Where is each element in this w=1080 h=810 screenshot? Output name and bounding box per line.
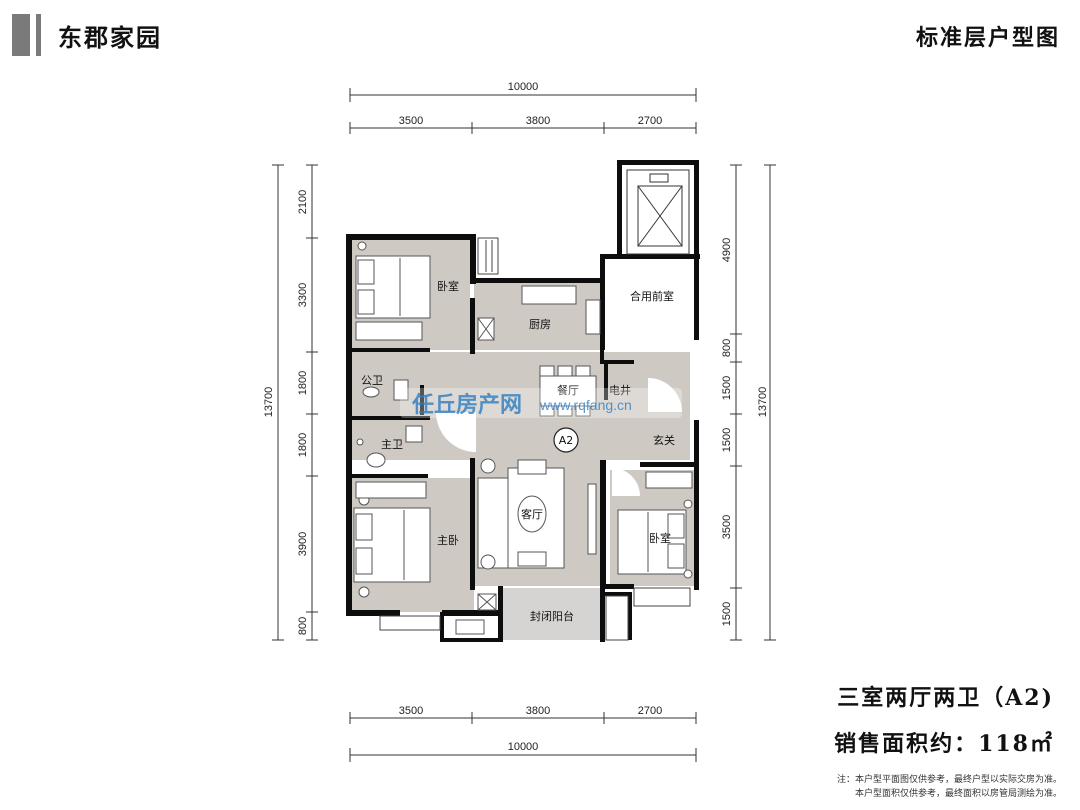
room-label-shared-lobby: 合用前室	[630, 289, 674, 303]
unit-marker: A2	[553, 427, 579, 453]
room-label-living: 客厅	[521, 507, 543, 521]
dim-left-5: 3900	[297, 532, 309, 556]
room-label-foyer: 玄关	[653, 433, 675, 447]
room-label-bedroom-se: 卧室	[649, 531, 671, 545]
watermark: 任丘房产网 www.rqfang.cn	[400, 388, 682, 418]
dim-top-2: 3800	[526, 115, 550, 127]
dim-top-1: 3500	[399, 115, 423, 127]
header-accent-line	[36, 14, 41, 56]
dim-left-6: 800	[297, 617, 309, 635]
dim-left-total: 13700	[263, 387, 275, 418]
dim-bottom-2: 3800	[526, 705, 550, 717]
dim-right-2: 800	[721, 339, 733, 357]
room-label-master-bedroom: 主卧	[437, 534, 459, 547]
dim-bottom-1: 3500	[399, 705, 423, 717]
dimension-lines	[272, 88, 776, 762]
dim-right-1: 4900	[721, 238, 733, 262]
furniture	[353, 241, 693, 635]
dim-top-3: 2700	[638, 115, 662, 127]
dim-left-4: 1800	[297, 433, 309, 457]
disclaimer-note-2: 本户型面积仅供参考，最终面积以房管局测绘为准。	[854, 789, 1062, 799]
dim-top-total: 10000	[508, 81, 539, 93]
walls	[346, 160, 700, 642]
watermark-brand: 任丘房产网	[411, 392, 522, 418]
dim-right-3: 1500	[721, 376, 733, 400]
room-label-bedroom-nw: 卧室	[437, 279, 459, 293]
dim-right-4: 1500	[721, 428, 733, 452]
header-accent-bar	[12, 14, 30, 56]
dim-right-5: 3500	[721, 515, 733, 539]
plan-title: 标准层户型图	[915, 25, 1060, 51]
elevator-shaft	[626, 169, 690, 255]
dim-left-2: 3300	[297, 283, 309, 307]
windows	[379, 237, 691, 641]
unit-marker-label: A2	[559, 434, 574, 447]
dim-right-total: 13700	[757, 387, 769, 418]
room-label-public-bath: 公卫	[361, 374, 383, 387]
room-label-kitchen: 厨房	[529, 318, 551, 331]
dim-right-6: 1500	[721, 602, 733, 626]
sales-area: 销售面积约：118㎡	[834, 731, 1054, 757]
unit-type: 三室两厅两卫（A2)	[837, 685, 1054, 711]
project-title: 东郡家园	[58, 23, 162, 52]
dim-left-3: 1800	[297, 371, 309, 395]
dim-bottom-total: 10000	[508, 741, 539, 753]
door-swings	[436, 378, 682, 496]
room-label-dining: 餐厅	[557, 383, 579, 397]
dim-bottom-3: 2700	[638, 705, 662, 717]
disclaimer-note-1: 注：本户型平面图仅供参考，最终户型以实际交房为准。	[836, 775, 1062, 785]
room-label-master-bath: 主卫	[381, 438, 403, 451]
room-label-electric-shaft: 电井	[609, 383, 631, 397]
watermark-url: www.rqfang.cn	[539, 397, 632, 413]
room-label-balcony: 封闭阳台	[530, 609, 574, 623]
dim-left-1: 2100	[297, 190, 309, 214]
